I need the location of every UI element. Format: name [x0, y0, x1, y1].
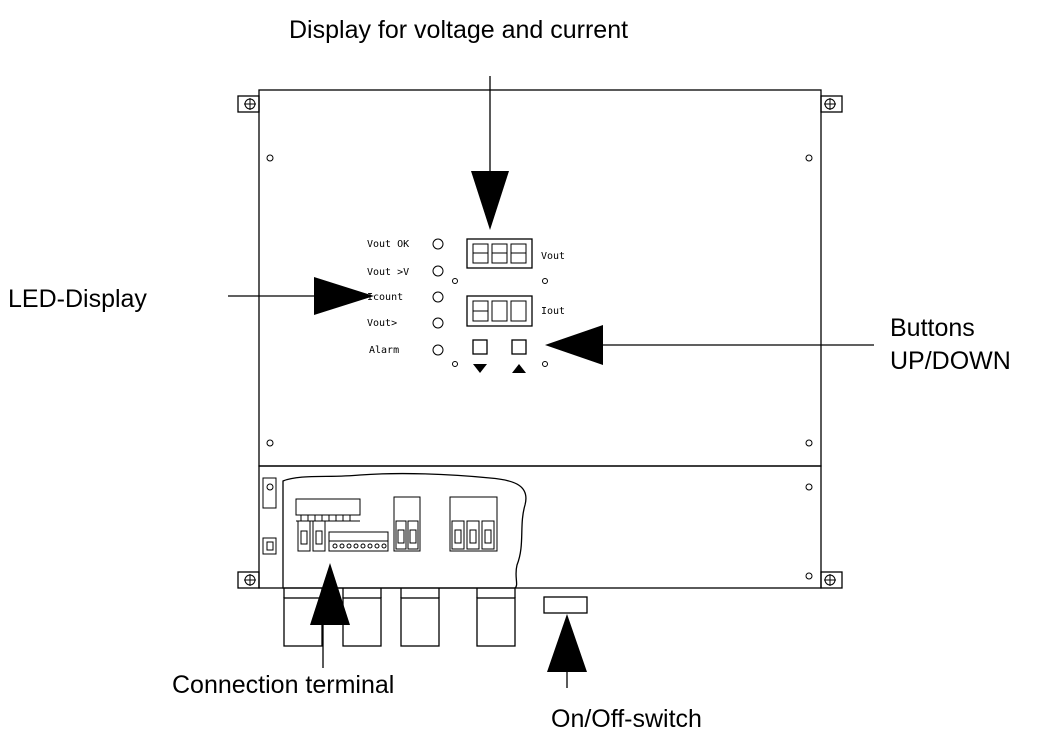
voltage-display — [466, 238, 533, 269]
led-indicator-icon — [432, 344, 444, 356]
label-icount: Icount — [367, 292, 403, 303]
mounting-bracket-icon — [237, 571, 260, 589]
label-alarm: Alarm — [369, 345, 399, 356]
screw-holes — [266, 154, 813, 580]
terminal-block-top — [295, 498, 361, 522]
cutaway-opening — [282, 472, 527, 589]
push-button-icon[interactable] — [511, 339, 527, 355]
filled-triangle-arrow-icon — [310, 563, 350, 625]
callout-buttons-line1: Buttons — [890, 314, 975, 342]
small-indicator — [452, 361, 458, 367]
fuse-holder — [297, 520, 326, 552]
fuse-holder — [393, 496, 421, 552]
led-indicator-icon — [432, 265, 444, 277]
callout-connection-terminal: Connection terminal — [172, 671, 394, 699]
led-indicator-icon — [432, 238, 444, 250]
leader-buttons — [545, 325, 874, 365]
label-iout-display: Iout — [541, 306, 565, 317]
current-display — [466, 295, 533, 327]
label-vout-display: Vout — [541, 251, 565, 262]
led-indicator-icon — [432, 317, 444, 329]
mounting-bracket-icon — [820, 95, 843, 113]
callout-display: Display for voltage and current — [289, 16, 628, 44]
leader-on-off-switch — [547, 614, 587, 688]
filled-triangle-arrow-icon — [545, 325, 603, 365]
small-indicator — [542, 361, 548, 367]
small-indicator — [542, 278, 548, 284]
callout-on-off-switch: On/Off-switch — [551, 705, 702, 733]
label-vout-gt: Vout> — [367, 318, 397, 329]
arrow-down-icon — [473, 364, 487, 373]
callout-led-display: LED-Display — [8, 285, 147, 313]
leader-display — [471, 76, 509, 230]
button-down[interactable] — [472, 339, 488, 373]
cable-gland — [400, 597, 440, 647]
push-button-icon[interactable] — [472, 339, 488, 355]
button-up[interactable] — [511, 339, 527, 373]
housing-lower — [258, 465, 822, 589]
filled-triangle-arrow-icon — [314, 277, 374, 315]
mounting-bracket-icon — [237, 95, 260, 113]
led-indicator-icon — [432, 291, 444, 303]
housing-upper — [258, 89, 822, 467]
leader-led-display — [228, 277, 374, 315]
arrow-up-icon — [512, 364, 526, 373]
small-indicator — [452, 278, 458, 284]
cable-gland — [476, 597, 516, 647]
fuse-holder — [449, 496, 498, 552]
label-vout-ok: Vout OK — [367, 239, 409, 250]
mounting-bracket-icon — [820, 571, 843, 589]
label-vout-gt-v: Vout >V — [367, 267, 409, 278]
callout-buttons-line2: UP/DOWN — [890, 347, 1011, 375]
left-bracket — [262, 477, 277, 555]
leader-connection-terminal — [310, 563, 350, 668]
filled-triangle-arrow-icon — [471, 171, 509, 230]
on-off-switch[interactable] — [543, 596, 588, 614]
filled-triangle-arrow-icon — [547, 614, 587, 672]
connection-terminal-strip — [328, 531, 389, 552]
